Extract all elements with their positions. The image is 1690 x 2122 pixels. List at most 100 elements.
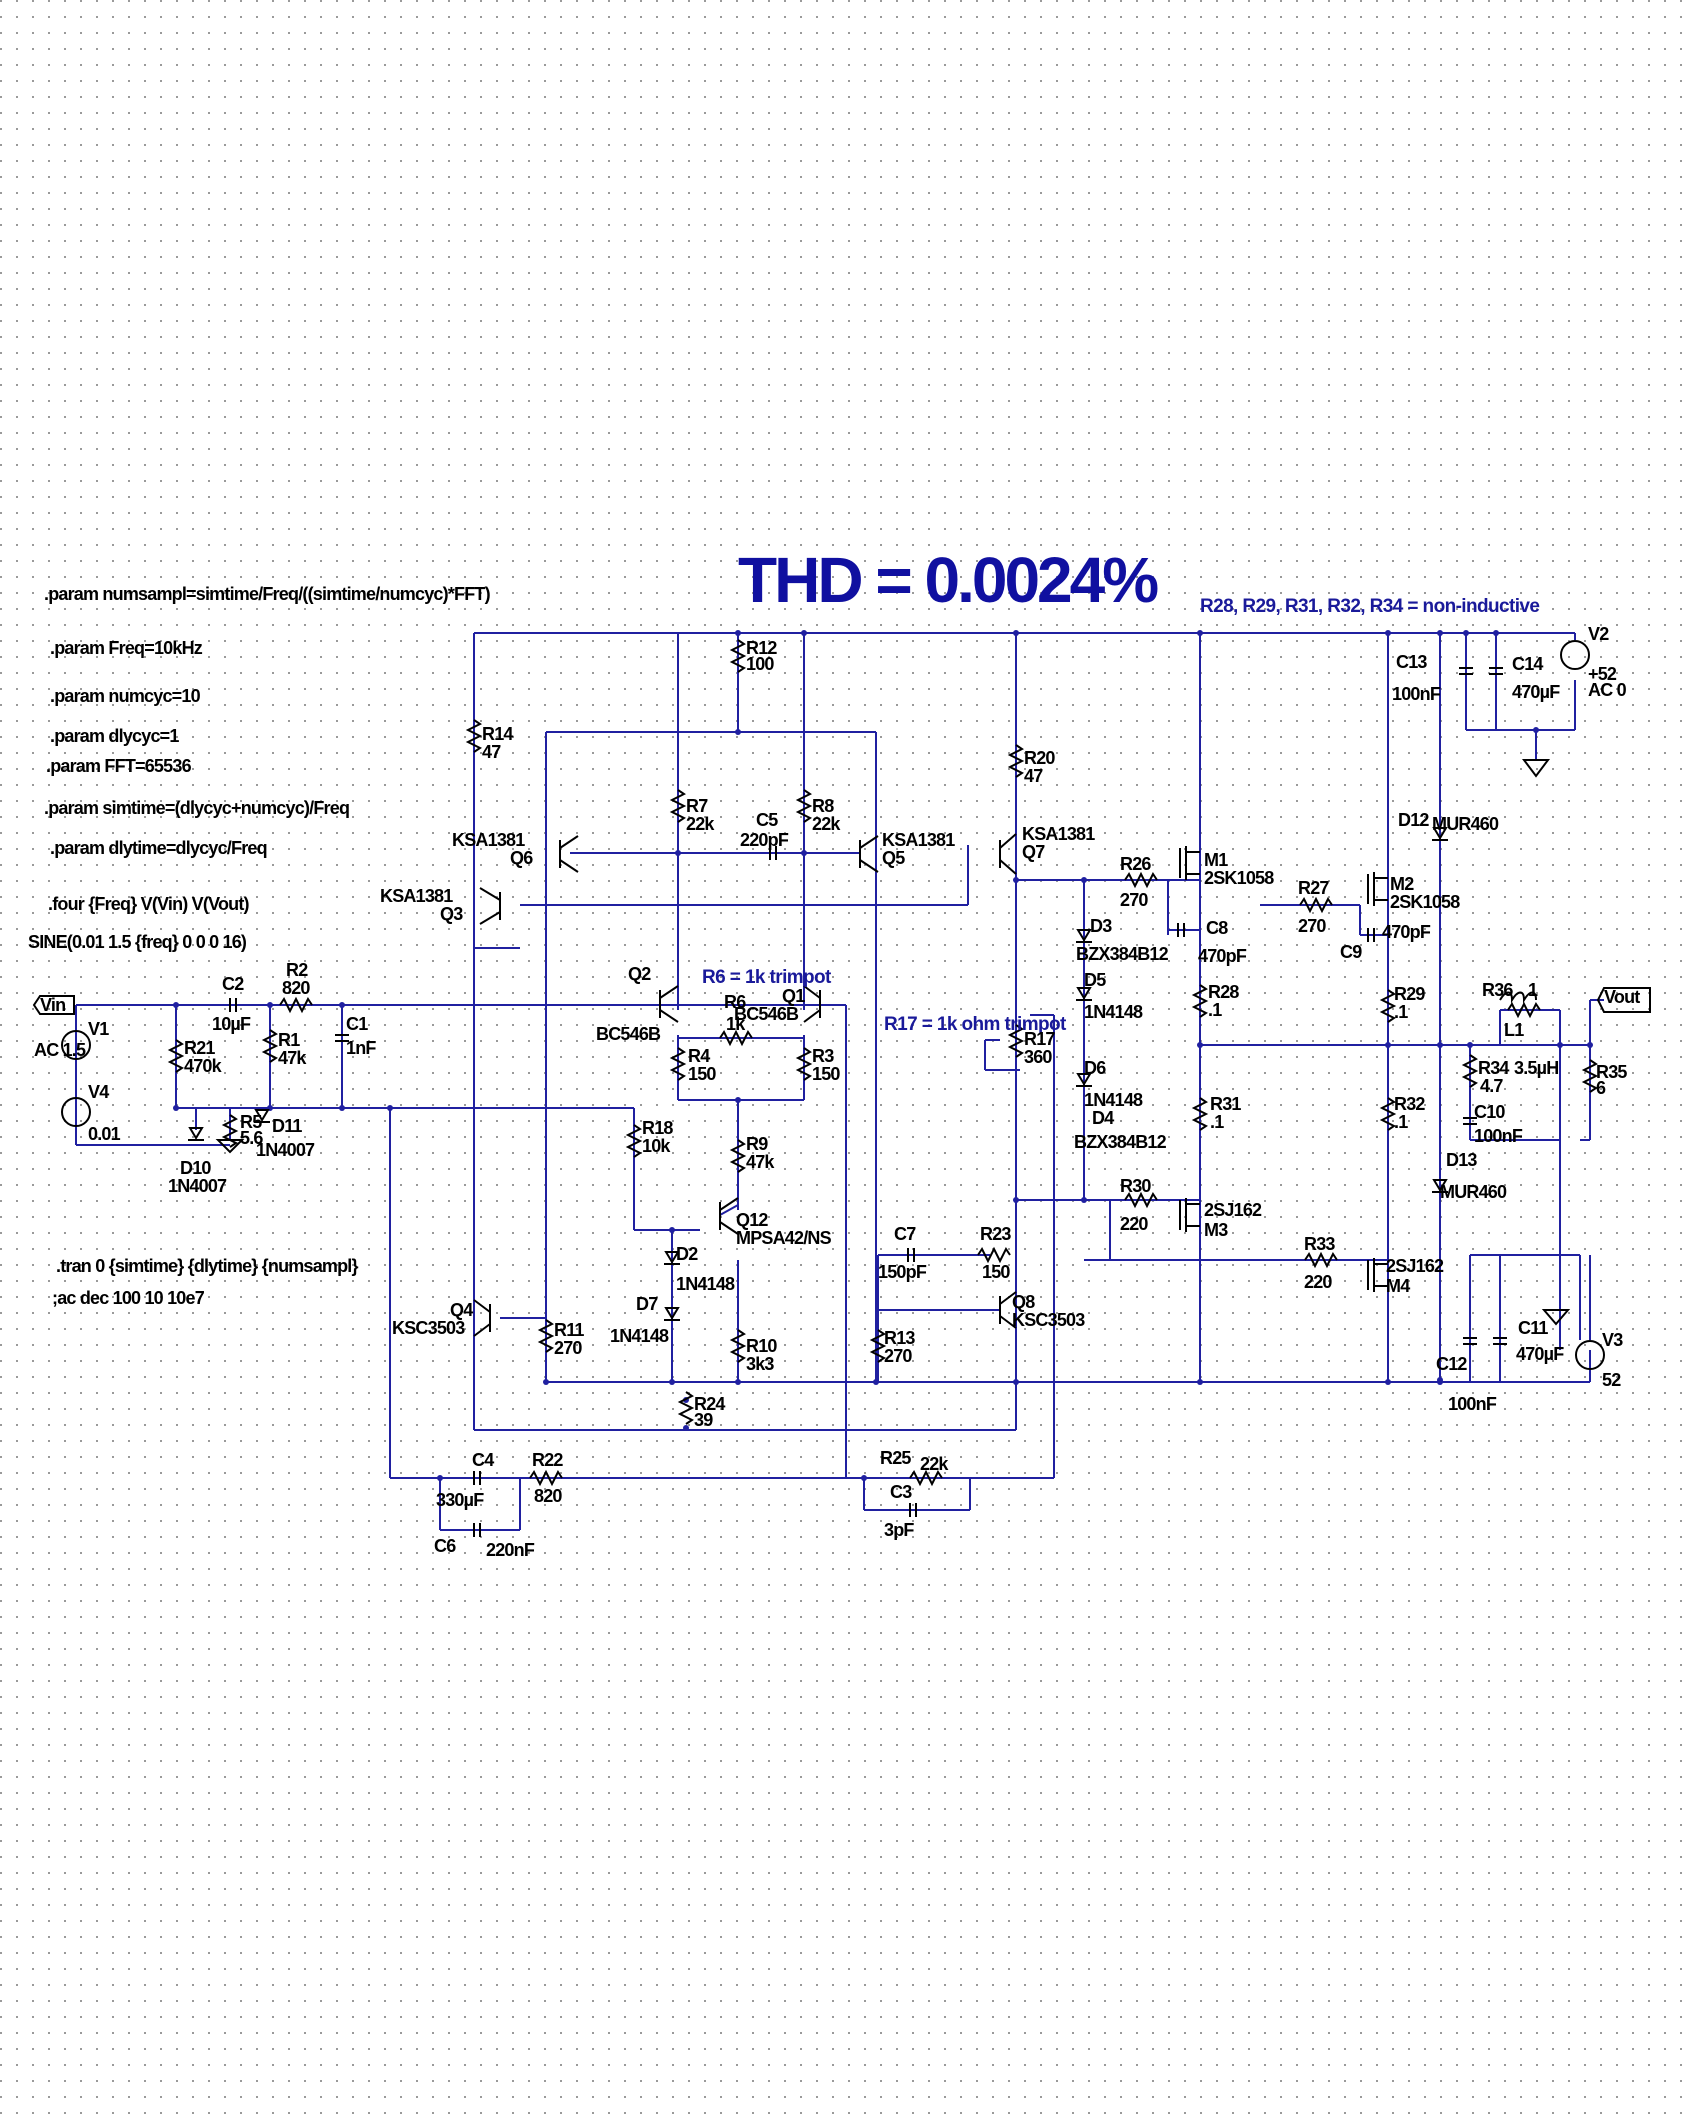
directive-fft: .param FFT=65536 bbox=[46, 756, 192, 776]
thd-title: THD = 0.0024% bbox=[738, 544, 1158, 616]
mosfet-m2-symbol bbox=[1367, 872, 1388, 906]
directive-tran: .tran 0 {simtime} {dlytime} {numsampl} bbox=[56, 1256, 359, 1276]
c2-value: 10µF bbox=[212, 1014, 251, 1034]
r12-value: 100 bbox=[746, 654, 774, 674]
resistor-r12-symbol bbox=[729, 639, 747, 673]
transistor-q6-symbol bbox=[559, 835, 579, 873]
diode-symbols bbox=[188, 827, 1448, 1321]
r1-value: 47k bbox=[278, 1048, 307, 1068]
c14-name: C14 bbox=[1512, 654, 1543, 674]
inductor-l1-symbol bbox=[1499, 991, 1537, 1004]
c2-name: C2 bbox=[222, 974, 244, 994]
r32-value: .1 bbox=[1394, 1112, 1408, 1132]
l1-value: 3.5µH bbox=[1514, 1058, 1558, 1078]
r10-name: R10 bbox=[746, 1336, 777, 1356]
inductor-labels: L1 3.5µH bbox=[1504, 1020, 1559, 1078]
capacitor-c2-symbol bbox=[229, 998, 237, 1012]
resistor-r25-symbol bbox=[909, 1469, 943, 1487]
q5-value: KSA1381 bbox=[882, 830, 955, 850]
c1-name: C1 bbox=[346, 1014, 368, 1034]
d11-name: D11 bbox=[272, 1116, 302, 1136]
r28-name: R28 bbox=[1208, 982, 1239, 1002]
transistor-q3-symbol bbox=[479, 887, 501, 925]
q2-value: BC546B bbox=[596, 1024, 661, 1044]
source-v2-symbol bbox=[1560, 640, 1590, 670]
mosfet-m4-symbol bbox=[1367, 1258, 1388, 1292]
q8-name: Q8 bbox=[1012, 1292, 1035, 1312]
resistor-r3-symbol bbox=[795, 1047, 813, 1081]
r9-name: R9 bbox=[746, 1134, 768, 1154]
q4-name: Q4 bbox=[450, 1300, 473, 1320]
v1-value: AC 1.5 bbox=[34, 1040, 86, 1060]
transistor-q12-symbol bbox=[719, 1197, 739, 1235]
r2-name: R2 bbox=[286, 960, 308, 980]
q6-value: KSA1381 bbox=[452, 830, 525, 850]
r25-value: 22k bbox=[920, 1454, 949, 1474]
c12-name: C12 bbox=[1436, 1354, 1467, 1374]
d10-value: 1N4007 bbox=[168, 1176, 227, 1196]
r33-value: 220 bbox=[1304, 1272, 1332, 1292]
r8-value: 22k bbox=[812, 814, 841, 834]
q6-name: Q6 bbox=[510, 848, 533, 868]
c4-value: 330µF bbox=[436, 1490, 484, 1510]
r36-value: 1 bbox=[1528, 980, 1538, 1000]
r2-value: 820 bbox=[282, 978, 310, 998]
diode-d12-symbol bbox=[1432, 827, 1448, 841]
resistor-r13-symbol bbox=[869, 1329, 887, 1363]
resistor-r34-symbol bbox=[1461, 1054, 1479, 1088]
mosfet-m3-symbol bbox=[1179, 1198, 1200, 1232]
transistor-symbols bbox=[473, 833, 1017, 1337]
r21-name: R21 bbox=[184, 1038, 215, 1058]
resistor-r31-symbol bbox=[1191, 1097, 1209, 1131]
capacitor-c1-symbol bbox=[335, 1034, 349, 1042]
c13-name: C13 bbox=[1396, 652, 1427, 672]
d11-value: 1N4007 bbox=[256, 1140, 315, 1160]
r3-value: 150 bbox=[812, 1064, 840, 1084]
transistor-q5-symbol bbox=[859, 835, 879, 873]
resistor-r21-symbol bbox=[167, 1039, 185, 1073]
note-non-inductive: R28, R29, R31, R32, R34 = non-inductive bbox=[1200, 596, 1539, 617]
c3-value: 3pF bbox=[884, 1520, 914, 1540]
resistor-r5-symbol bbox=[221, 1114, 239, 1148]
spice-directives: .param numsampl=simtime/Freq/((simtime/n… bbox=[28, 584, 491, 1308]
resistor-r35-symbol bbox=[1581, 1059, 1599, 1093]
capacitor-c9-symbol bbox=[1367, 928, 1375, 942]
q3-name: Q3 bbox=[440, 904, 463, 924]
m2-value: 2SK1058 bbox=[1390, 892, 1460, 912]
directive-dlytime: .param dlytime=dlycyc/Freq bbox=[50, 838, 267, 858]
c1-value: 1nF bbox=[346, 1038, 376, 1058]
c7-value: 150pF bbox=[878, 1262, 927, 1282]
capacitor-c5-symbol bbox=[769, 846, 777, 860]
r24-value: 39 bbox=[694, 1410, 713, 1430]
source-symbols bbox=[32, 640, 1651, 1370]
resistor-r22-symbol bbox=[529, 1469, 563, 1487]
d6-value: 1N4148 bbox=[1084, 1090, 1143, 1110]
junctions bbox=[173, 630, 1593, 1481]
capacitor-c8-symbol bbox=[1177, 923, 1185, 937]
diode-d13-symbol bbox=[1432, 1179, 1448, 1193]
resistor-r11-symbol bbox=[537, 1319, 555, 1353]
directive-sine: SINE(0.01 1.5 {freq} 0 0 0 16) bbox=[28, 932, 247, 952]
q5-name: Q5 bbox=[882, 848, 905, 868]
transistor-labels: KSA1381 Q6 KSA1381 Q5 KSA1381 Q7 KSA1381… bbox=[380, 824, 1096, 1338]
r6-value: 1k bbox=[726, 1014, 746, 1034]
q7-name: Q7 bbox=[1022, 842, 1045, 862]
r35-name: R35 bbox=[1596, 1062, 1627, 1082]
r34-value: 4.7 bbox=[1480, 1076, 1503, 1096]
directive-four: .four {Freq} V(Vin) V(Vout) bbox=[48, 894, 250, 914]
source-v1-symbol bbox=[61, 1030, 91, 1060]
v3-name: V3 bbox=[1602, 1330, 1623, 1350]
r4-name: R4 bbox=[688, 1046, 710, 1066]
d3-value: BZX384B12 bbox=[1076, 944, 1169, 964]
diode-labels: D2 1N4148 D7 1N4148 D3 BZX384B12 D5 1N41… bbox=[168, 810, 1508, 1346]
v4-value: 0.01 bbox=[88, 1124, 121, 1144]
l1-name: L1 bbox=[1504, 1020, 1524, 1040]
transistor-q7-symbol bbox=[999, 833, 1017, 875]
directive-freq: .param Freq=10kHz bbox=[50, 638, 203, 658]
resistor-r33-symbol bbox=[1304, 1251, 1338, 1269]
r18-value: 10k bbox=[642, 1136, 671, 1156]
v2-value: +52 bbox=[1588, 664, 1617, 684]
d5-value: 1N4148 bbox=[1084, 1002, 1143, 1022]
d2-value: 1N4148 bbox=[676, 1274, 735, 1294]
